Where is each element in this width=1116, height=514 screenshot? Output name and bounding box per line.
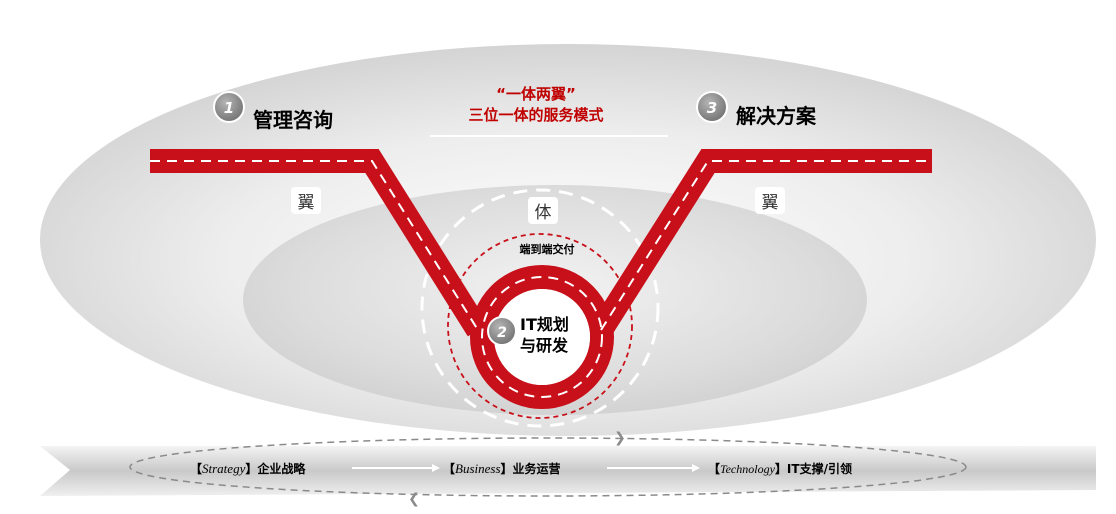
body-label: 体 (535, 203, 552, 223)
title-line-1: “一体两翼” (496, 85, 576, 103)
flow-item-business: 【Business】业务运营 (443, 461, 561, 476)
wing-right-label: 翼 (762, 193, 779, 213)
flow-arrow-2-head (692, 464, 700, 472)
bottom-band: ❯ ❮ 【Strategy】企业战略 【Business】业务运营 【Techn… (40, 430, 1096, 507)
stage-3: 3 解决方案 (696, 91, 817, 128)
stage-2: 2 IT规划 与研发 (487, 315, 569, 355)
stage-3-number: 3 (707, 99, 717, 117)
stage-2-label-line-1: IT规划 (520, 315, 569, 334)
cycle-arrow-bottom: ❮ (408, 491, 420, 507)
stage-1-label: 管理咨询 (253, 108, 333, 132)
stage-3-badge (696, 91, 728, 123)
wing-left-label: 翼 (298, 193, 315, 213)
flow-item-technology: 【Technology】IT支撑/引领 (708, 461, 852, 476)
stage-2-badge (487, 316, 517, 346)
end-to-end-label: 端到端交付 (520, 242, 575, 256)
flow-business-text: 业务运营 (513, 461, 561, 476)
stage-1-number: 1 (224, 99, 234, 117)
red-road (150, 149, 932, 409)
flow-strategy-text: 企业战略 (256, 461, 306, 476)
wing-right-tag: 翼 (755, 187, 785, 214)
wing-left-tag: 翼 (291, 187, 321, 214)
flow-item-strategy: 【Strategy】企业战略 (190, 461, 306, 476)
stage-2-label-line-2: 与研发 (520, 336, 569, 355)
title-line-2: 三位一体的服务模式 (468, 106, 603, 124)
body-dashed-ring (420, 188, 660, 428)
stage-1: 1 管理咨询 (213, 91, 333, 132)
flow-arrow-1-head (432, 464, 440, 472)
delivery-dashed-ring (447, 233, 633, 419)
flow-technology-bracketed: Technology (720, 462, 776, 476)
stage-2-number: 2 (497, 325, 507, 341)
cycle-dashed-ellipse (129, 437, 967, 497)
flow-technology-text: IT支撑/引领 (787, 461, 852, 476)
flow-strategy-bracketed: Strategy (202, 461, 246, 476)
cycle-arrow-top: ❯ (614, 430, 626, 446)
body-tag: 体 (528, 197, 558, 224)
stage-1-badge (213, 91, 245, 123)
flow-business-bracketed: Business (455, 461, 501, 476)
stage-3-label: 解决方案 (736, 104, 817, 128)
